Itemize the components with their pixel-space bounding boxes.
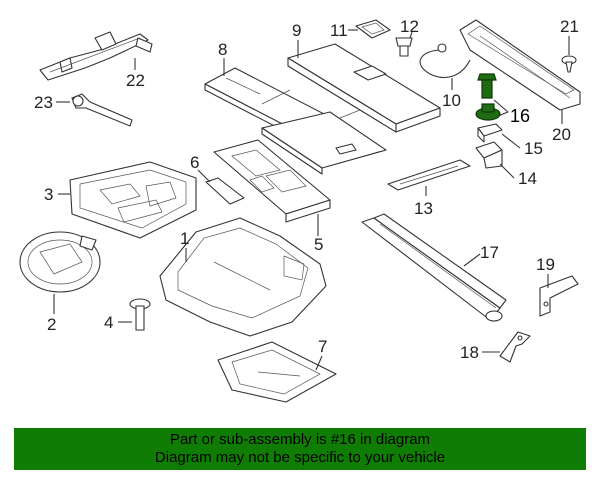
floor-panel-extension xyxy=(261,111,387,175)
load-floor-part xyxy=(287,43,441,133)
notice-banner: Part or sub-assembly is #16 in diagram D… xyxy=(14,428,586,470)
callout-14: 14 xyxy=(518,169,537,188)
callout-11: 11 xyxy=(330,21,348,40)
strap-part xyxy=(419,43,471,78)
callout-9: 9 xyxy=(292,21,301,40)
hook-bracket-18-part xyxy=(499,331,531,363)
cargo-cover-part xyxy=(361,213,507,322)
callout-22: 22 xyxy=(126,71,145,90)
callout-1: 1 xyxy=(180,229,189,248)
callout-4: 4 xyxy=(104,313,113,332)
callout-3: 3 xyxy=(44,185,53,204)
callout-19: 19 xyxy=(536,255,555,274)
floor-mat-part xyxy=(217,341,337,403)
callout-5: 5 xyxy=(314,235,323,254)
callout-6: 6 xyxy=(190,153,199,172)
retainer-part xyxy=(395,37,413,57)
callout-20: 20 xyxy=(552,125,571,144)
rail-part xyxy=(387,159,471,191)
mount-bracket-19-part xyxy=(539,275,579,317)
clip-part xyxy=(355,19,391,39)
storage-box-part xyxy=(213,139,331,223)
lug-wrench-part xyxy=(71,93,133,127)
jack-part xyxy=(39,31,153,81)
notice-line-1: Part or sub-assembly is #16 in diagram xyxy=(169,431,431,448)
callout-23: 23 xyxy=(34,93,53,112)
sill-trim-part xyxy=(459,19,581,111)
bracket-14-part xyxy=(475,141,503,169)
callout-21: 21 xyxy=(560,17,579,36)
callout-2: 2 xyxy=(47,315,56,334)
callout-18: 18 xyxy=(460,343,479,362)
callout-10: 10 xyxy=(442,91,461,110)
callout-13: 13 xyxy=(414,199,433,218)
spare-insert-part xyxy=(19,231,101,293)
push-pin-part xyxy=(561,55,577,73)
callout-7: 7 xyxy=(318,337,327,356)
bolt-part xyxy=(129,298,151,331)
callout-15: 15 xyxy=(524,139,543,158)
callout-16: 16 xyxy=(510,106,530,126)
bracket-15-part xyxy=(477,123,503,143)
tool-tray-part xyxy=(69,161,197,239)
trunk-tub-part xyxy=(159,217,327,337)
callout-12: 12 xyxy=(400,17,419,36)
trim-strip-part xyxy=(205,177,245,205)
highlighted-fastener-part xyxy=(475,73,501,121)
parts-diagram: 22 23 3 2 4 8 xyxy=(19,17,581,403)
callout-17: 17 xyxy=(480,243,499,262)
callout-8: 8 xyxy=(218,40,227,59)
notice-line-2: Diagram may not be specific to your vehi… xyxy=(154,449,446,466)
